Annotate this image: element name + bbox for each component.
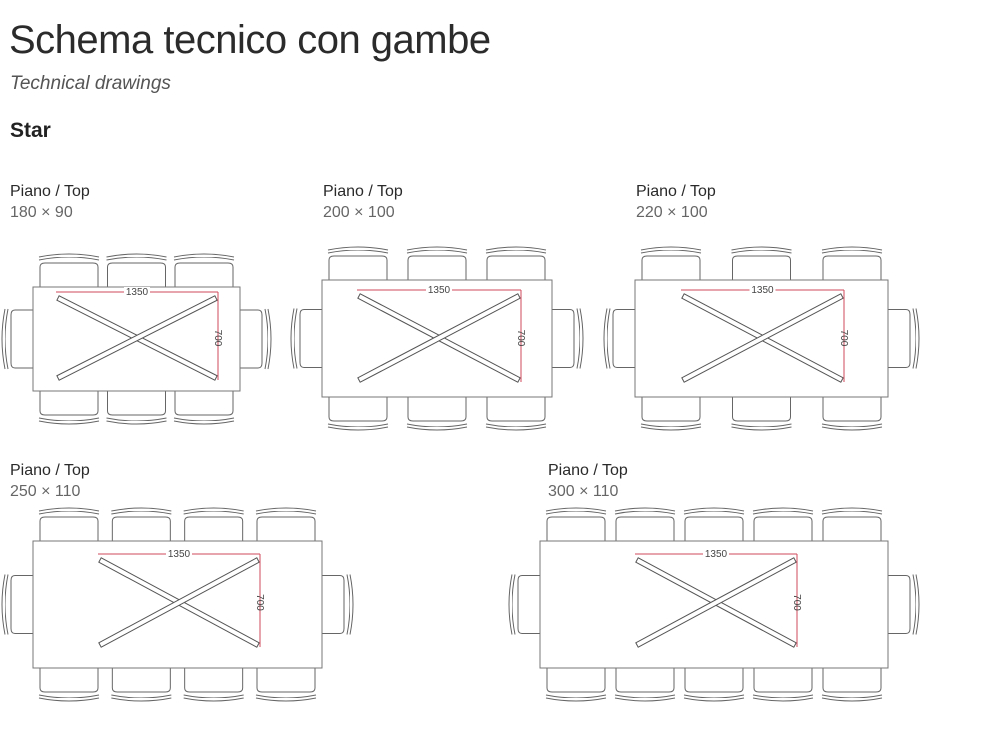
width-dimension-label: 1350 bbox=[168, 549, 191, 560]
chair-icon bbox=[10, 309, 33, 369]
caption-label: Piano / Top bbox=[323, 183, 403, 200]
chair-icon bbox=[753, 516, 813, 541]
width-dimension-label: 1350 bbox=[751, 285, 774, 296]
chair-icon bbox=[615, 516, 675, 541]
chair-icon bbox=[486, 255, 546, 280]
width-dimension-label: 1350 bbox=[126, 287, 149, 298]
table-top bbox=[634, 279, 889, 398]
table-drawing: 1350 700 bbox=[1, 507, 354, 702]
chair-icon bbox=[174, 262, 234, 287]
leg-bar bbox=[357, 293, 521, 383]
caption-size: 220 × 100 bbox=[636, 204, 708, 221]
chair-icon bbox=[111, 516, 171, 541]
chair-icon bbox=[107, 262, 166, 287]
chair-icon bbox=[322, 575, 345, 634]
table-drawing: 1350 700 bbox=[508, 507, 920, 702]
drawing-caption: Piano / Top 200 × 100 bbox=[323, 181, 403, 223]
chair-icon bbox=[684, 516, 744, 541]
caption-size: 200 × 100 bbox=[323, 204, 395, 221]
chair-icon bbox=[822, 516, 882, 541]
leg-bar bbox=[98, 557, 260, 648]
drawing-caption: Piano / Top 180 × 90 bbox=[10, 181, 90, 223]
table-drawing: 1350 700 bbox=[603, 246, 920, 431]
chair-icon bbox=[732, 397, 791, 422]
caption-label: Piano / Top bbox=[10, 462, 90, 479]
table-drawing: 1350 700 bbox=[290, 246, 584, 431]
model-name: Star bbox=[10, 119, 51, 142]
chair-icon bbox=[328, 397, 388, 422]
chair-icon bbox=[517, 575, 540, 634]
height-dimension-label: 700 bbox=[254, 594, 265, 611]
chair-icon bbox=[107, 391, 166, 416]
chair-icon bbox=[39, 262, 99, 287]
table-top bbox=[539, 540, 889, 669]
caption-size: 300 × 110 bbox=[548, 483, 619, 500]
chair-icon bbox=[407, 255, 467, 280]
chair-icon bbox=[328, 255, 388, 280]
caption-label: Piano / Top bbox=[636, 183, 716, 200]
height-dimension-label: 700 bbox=[515, 330, 526, 347]
chair-icon bbox=[39, 391, 99, 416]
chair-icon bbox=[822, 397, 882, 422]
chair-icon bbox=[10, 575, 33, 634]
width-dimension-label: 1350 bbox=[428, 285, 451, 296]
leg-bar bbox=[681, 293, 844, 383]
chair-icon bbox=[684, 668, 744, 693]
chair-icon bbox=[753, 668, 813, 693]
height-dimension-label: 700 bbox=[791, 594, 802, 611]
drawing-caption: Piano / Top 250 × 110 bbox=[10, 460, 90, 502]
leg-bar bbox=[56, 295, 218, 381]
leg-bar bbox=[98, 557, 260, 648]
chair-icon bbox=[299, 309, 322, 368]
chair-icon bbox=[615, 668, 675, 693]
chair-icon bbox=[407, 397, 467, 422]
table-top bbox=[32, 286, 241, 392]
chair-icon bbox=[256, 516, 316, 541]
chair-icon bbox=[546, 668, 606, 693]
caption-size: 250 × 110 bbox=[10, 483, 81, 500]
caption-size: 180 × 90 bbox=[10, 204, 73, 221]
chair-icon bbox=[39, 668, 99, 693]
chair-icon bbox=[111, 668, 171, 693]
chair-icon bbox=[612, 309, 635, 368]
chair-icon bbox=[888, 575, 911, 634]
table-top bbox=[32, 540, 323, 669]
leg-bar bbox=[56, 295, 218, 381]
chair-icon bbox=[256, 668, 316, 693]
drawing-caption: Piano / Top 220 × 100 bbox=[636, 181, 716, 223]
leg-bar bbox=[681, 293, 844, 383]
height-dimension-label: 700 bbox=[212, 330, 223, 347]
leg-bar bbox=[357, 293, 521, 383]
chair-icon bbox=[174, 391, 234, 416]
table-drawing: 1350 700 bbox=[1, 253, 272, 425]
chair-icon bbox=[546, 516, 606, 541]
chair-icon bbox=[822, 668, 882, 693]
height-dimension-label: 700 bbox=[838, 330, 849, 347]
table-top bbox=[321, 279, 553, 398]
caption-label: Piano / Top bbox=[548, 462, 628, 479]
leg-bar bbox=[635, 557, 797, 648]
width-dimension-label: 1350 bbox=[705, 549, 728, 560]
chair-icon bbox=[822, 255, 882, 280]
chair-icon bbox=[641, 255, 701, 280]
drawing-caption: Piano / Top 300 × 110 bbox=[548, 460, 628, 502]
chair-icon bbox=[641, 397, 701, 422]
chair-icon bbox=[732, 255, 791, 280]
chair-icon bbox=[39, 516, 99, 541]
caption-label: Piano / Top bbox=[10, 183, 90, 200]
page-title: Schema tecnico con gambe bbox=[9, 18, 491, 62]
chair-icon bbox=[888, 309, 911, 368]
chair-icon bbox=[240, 309, 263, 369]
chair-icon bbox=[552, 309, 575, 368]
chair-icon bbox=[184, 668, 244, 693]
chair-icon bbox=[184, 516, 244, 541]
leg-bar bbox=[635, 557, 797, 648]
page-subtitle: Technical drawings bbox=[10, 73, 171, 94]
chair-icon bbox=[486, 397, 546, 422]
